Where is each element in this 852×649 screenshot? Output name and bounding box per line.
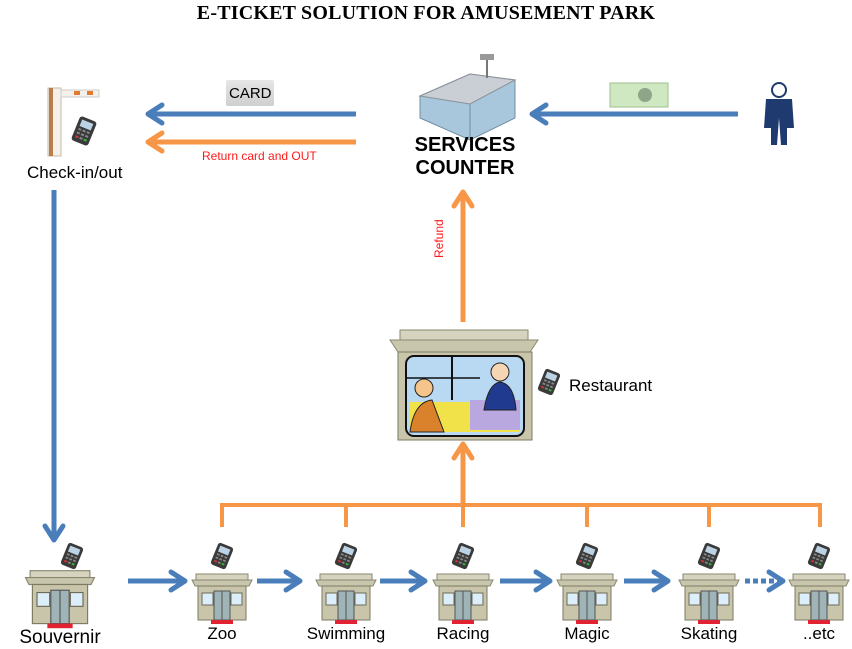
return-card-label: Return card and OUT: [202, 149, 317, 163]
kiosk-roof-top: [399, 329, 529, 341]
checkin-label: Check-in/out: [27, 163, 123, 182]
counter-display: [480, 54, 494, 60]
cash-arrow-head: [529, 102, 549, 126]
shop-to-shop-arrow: [257, 569, 303, 593]
shop-label: Swimming: [306, 624, 386, 643]
card-arrow: [145, 102, 356, 126]
shop-building-icon: [788, 573, 850, 625]
shop-label: ..etc: [802, 624, 836, 643]
shop-building-icon: [24, 570, 96, 629]
counter-pole: [486, 58, 488, 78]
counter-top: [418, 73, 517, 105]
shop-to-shop-arrow-head: [283, 569, 303, 593]
shop-to-etc-arrow: [745, 569, 786, 593]
shop-to-shop-arrow-head: [533, 569, 553, 593]
shop-building-icon: [678, 573, 740, 625]
refund-arrow: [451, 189, 475, 322]
diagram-title: E-TICKET SOLUTION FOR AMUSEMENT PARK: [196, 2, 656, 24]
banknote-portrait: [638, 88, 652, 102]
shop-label: Magic: [564, 624, 610, 643]
kiosk-customer-body: [409, 399, 445, 433]
services-counter-label: SERVICES COUNTER: [410, 134, 520, 180]
person-icon: [764, 99, 794, 145]
shop-to-shop-arrow: [500, 569, 553, 593]
checkin-to-souvenir-arrow: [42, 190, 66, 543]
kiosk-customer-head: [414, 378, 434, 398]
shop-to-shop-arrow-head: [408, 569, 428, 593]
shop-label: Skating: [680, 624, 738, 643]
checkin-to-souvenir-arrow-head: [42, 523, 66, 543]
shop-pos-terminal-icon: [697, 542, 721, 570]
shop-to-shop-arrow-head: [168, 569, 188, 593]
restaurant-pos-terminal-icon: [537, 368, 561, 396]
kiosk-roof: [389, 339, 539, 353]
shop-to-shop-arrow: [380, 569, 428, 593]
card-arrow-head: [145, 102, 165, 126]
shop-pos-terminal-icon: [807, 542, 831, 570]
shops-bus-line: [220, 503, 822, 527]
restaurant-label: Restaurant: [569, 376, 653, 395]
barrier-post-stripe: [49, 88, 53, 156]
kiosk-clerk-head: [490, 362, 510, 382]
shop-label: Souvernir: [19, 627, 101, 648]
services-counter-line1: SERVICES: [414, 134, 516, 156]
card-label: CARD: [229, 85, 272, 102]
shop-building-icon: [191, 573, 253, 625]
shop-label: Zoo: [207, 624, 237, 643]
shop-pos-terminal-icon: [334, 542, 358, 570]
shop-to-shop-arrow: [624, 569, 671, 593]
shop-pos-terminal-icon: [210, 542, 234, 570]
shop-pos-terminal-icon: [60, 542, 84, 570]
barrier-arm-stripe: [74, 91, 80, 95]
kiosk-clerk-body: [483, 381, 517, 411]
shop-to-etc-arrow-head: [766, 569, 786, 593]
shop-pos-terminal-icon: [451, 542, 475, 570]
shops-to-restaurant-arrow-head: [451, 441, 475, 461]
card-icon: CARD: [226, 80, 274, 106]
shop-building-icon: [432, 573, 494, 625]
shop-building-icon: [315, 573, 377, 625]
cash-arrow: [529, 102, 738, 126]
refund-label: Refund: [432, 219, 446, 258]
services-counter-line2: COUNTER: [415, 157, 515, 179]
person-head: [771, 82, 787, 98]
return-card-arrow: [145, 130, 356, 154]
shop-pos-terminal-icon: [575, 542, 599, 570]
refund-arrow-head: [451, 189, 475, 209]
barrier-arm-stripe: [87, 91, 93, 95]
shop-to-shop-arrow: [128, 569, 188, 593]
return-card-arrow-head: [145, 130, 165, 154]
checkin-pos-terminal-icon: [70, 115, 98, 147]
shop-label: Racing: [436, 624, 490, 643]
shop-building-icon: [556, 573, 618, 625]
shop-to-shop-arrow-head: [651, 569, 671, 593]
shops-to-restaurant-arrow: [451, 441, 475, 505]
